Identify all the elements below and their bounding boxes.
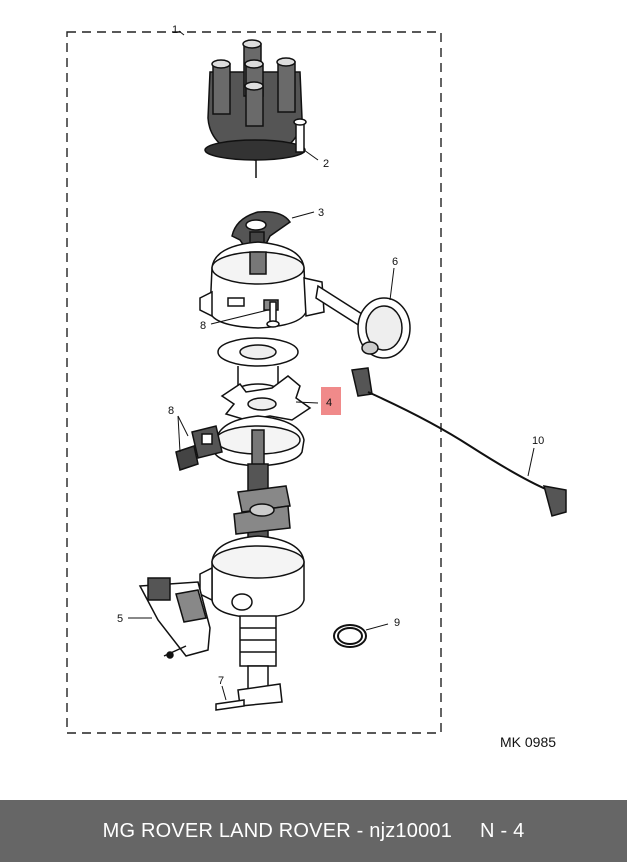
callout-7: 7	[218, 675, 224, 687]
callout-8-upper: 8	[200, 320, 206, 332]
stator-pickup	[220, 375, 312, 421]
reluctor-assembly	[213, 415, 305, 467]
ht-lead	[351, 367, 567, 517]
kit-boundary	[66, 31, 442, 734]
callout-10: 10	[532, 435, 544, 447]
callout-6: 6	[392, 256, 398, 268]
distributor-cap	[204, 39, 307, 178]
highlight-marker[interactable]	[321, 387, 341, 415]
callout-1: 1	[172, 24, 178, 36]
screw-upper	[266, 301, 280, 328]
connector-plug	[175, 425, 223, 471]
callout-9: 9	[394, 617, 400, 629]
footer-page-ref: N - 4	[480, 819, 525, 842]
upper-housing	[199, 241, 325, 329]
roll-pin	[215, 699, 245, 711]
callout-2: 2	[323, 158, 329, 170]
o-ring	[333, 624, 367, 648]
callout-8-left: 8	[168, 405, 174, 417]
distributor-exploded-diagram: 1 2 3 6 8 4 8 10 5 9 7 MK 0985	[66, 24, 567, 750]
ignition-module	[138, 577, 211, 659]
callout-3: 3	[318, 207, 324, 219]
footer-title: MG ROVER LAND ROVER - njz10001	[102, 819, 453, 842]
drive-shaft	[233, 463, 291, 545]
diagram-reference: MK 0985	[500, 734, 556, 750]
footer-bar: MG ROVER LAND ROVER - njz10001 N - 4	[0, 800, 627, 862]
leader-lines	[128, 30, 535, 701]
callout-5: 5	[117, 613, 123, 625]
vacuum-unit	[315, 284, 411, 359]
lower-housing	[199, 535, 305, 707]
callout-4: 4	[326, 397, 332, 409]
